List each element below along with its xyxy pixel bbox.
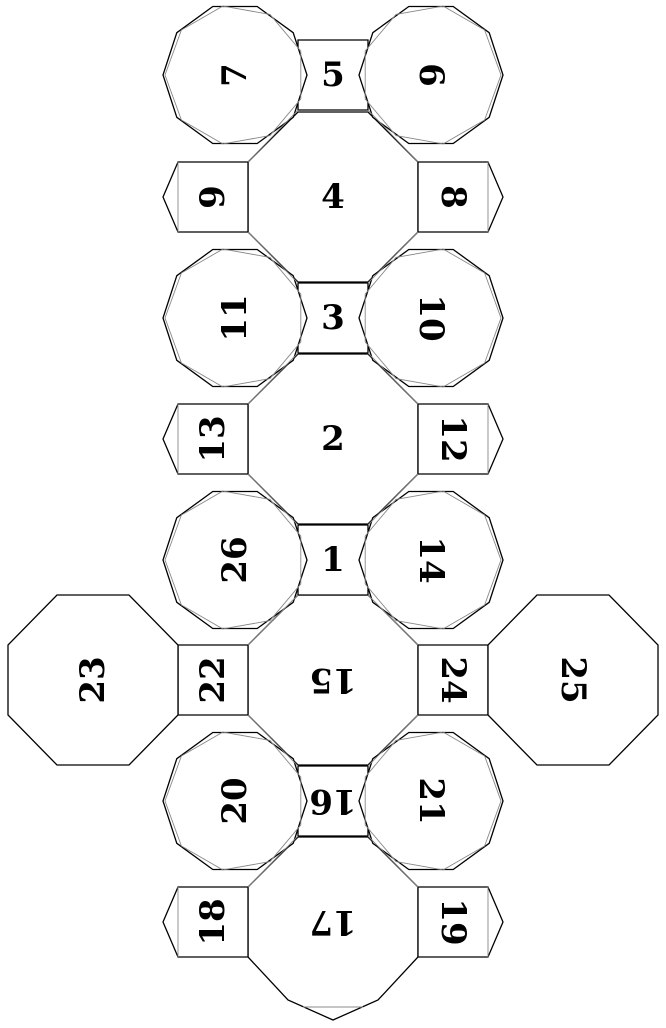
face-12-shape — [417, 403, 504, 475]
net-faces — [7, 5, 659, 1021]
connector-5-right — [367, 714, 419, 767]
face-label-24: 24 — [433, 656, 473, 703]
face-20-shape — [162, 731, 308, 871]
face-6-shape — [358, 5, 504, 145]
face-14-inner — [364, 490, 502, 630]
face-label-17: 17 — [309, 902, 356, 942]
face-7-shape — [162, 5, 308, 145]
face-label-1: 1 — [321, 540, 345, 580]
face-9-shape — [162, 161, 249, 233]
face-label-16: 16 — [309, 781, 356, 821]
face-label-7: 7 — [215, 63, 255, 87]
face-label-3: 3 — [321, 298, 345, 338]
face-label-4: 4 — [321, 177, 345, 217]
connector-1-right — [367, 231, 419, 284]
face-label-2: 2 — [321, 419, 345, 459]
face-21-inner — [364, 731, 502, 871]
face-label-12: 12 — [433, 415, 473, 462]
connector-2-left — [247, 352, 299, 405]
connector-3-left — [247, 473, 299, 526]
face-26-shape — [162, 490, 308, 630]
face-7-inner — [164, 5, 302, 145]
face-19-shape — [417, 886, 504, 958]
face-label-10: 10 — [411, 294, 451, 341]
connector-1-left — [247, 231, 299, 284]
face-20-inner — [164, 731, 302, 871]
connector-6-left — [247, 835, 299, 888]
face-label-23: 23 — [73, 656, 113, 703]
connector-0-left — [247, 109, 299, 163]
face-21-shape — [358, 731, 504, 871]
connector-2-right — [367, 352, 419, 405]
face-label-20: 20 — [215, 777, 255, 824]
face-label-26: 26 — [215, 536, 255, 583]
face-26-inner — [164, 490, 302, 630]
face-23-shape — [7, 594, 179, 766]
connector-0-right — [367, 109, 419, 163]
face-label-11: 11 — [215, 294, 255, 341]
face-11-inner — [164, 248, 302, 388]
face-label-15: 15 — [309, 660, 356, 700]
connector-5-left — [247, 714, 299, 767]
face-label-19: 19 — [433, 898, 473, 945]
connector-4-right — [367, 594, 419, 646]
face-label-13: 13 — [193, 415, 233, 462]
face-8-shape — [417, 161, 504, 233]
face-label-22: 22 — [193, 656, 233, 703]
face-label-5: 5 — [321, 55, 345, 95]
face-label-6: 6 — [411, 63, 451, 87]
face-6-inner — [364, 5, 502, 145]
face-label-14: 14 — [411, 536, 451, 583]
face-label-25: 25 — [553, 656, 593, 703]
face-label-8: 8 — [433, 185, 473, 209]
face-25-shape — [487, 594, 659, 766]
face-10-inner — [364, 248, 502, 388]
face-18-shape — [162, 886, 249, 958]
face-14-shape — [358, 490, 504, 630]
face-10-shape — [358, 248, 504, 388]
connector-6-right — [367, 835, 419, 888]
face-label-18: 18 — [193, 898, 233, 945]
face-11-shape — [162, 248, 308, 388]
face-label-21: 21 — [411, 777, 451, 824]
face-13-shape — [162, 403, 249, 475]
connector-3-right — [367, 473, 419, 526]
face-label-9: 9 — [193, 185, 233, 209]
connector-4-left — [247, 594, 299, 646]
